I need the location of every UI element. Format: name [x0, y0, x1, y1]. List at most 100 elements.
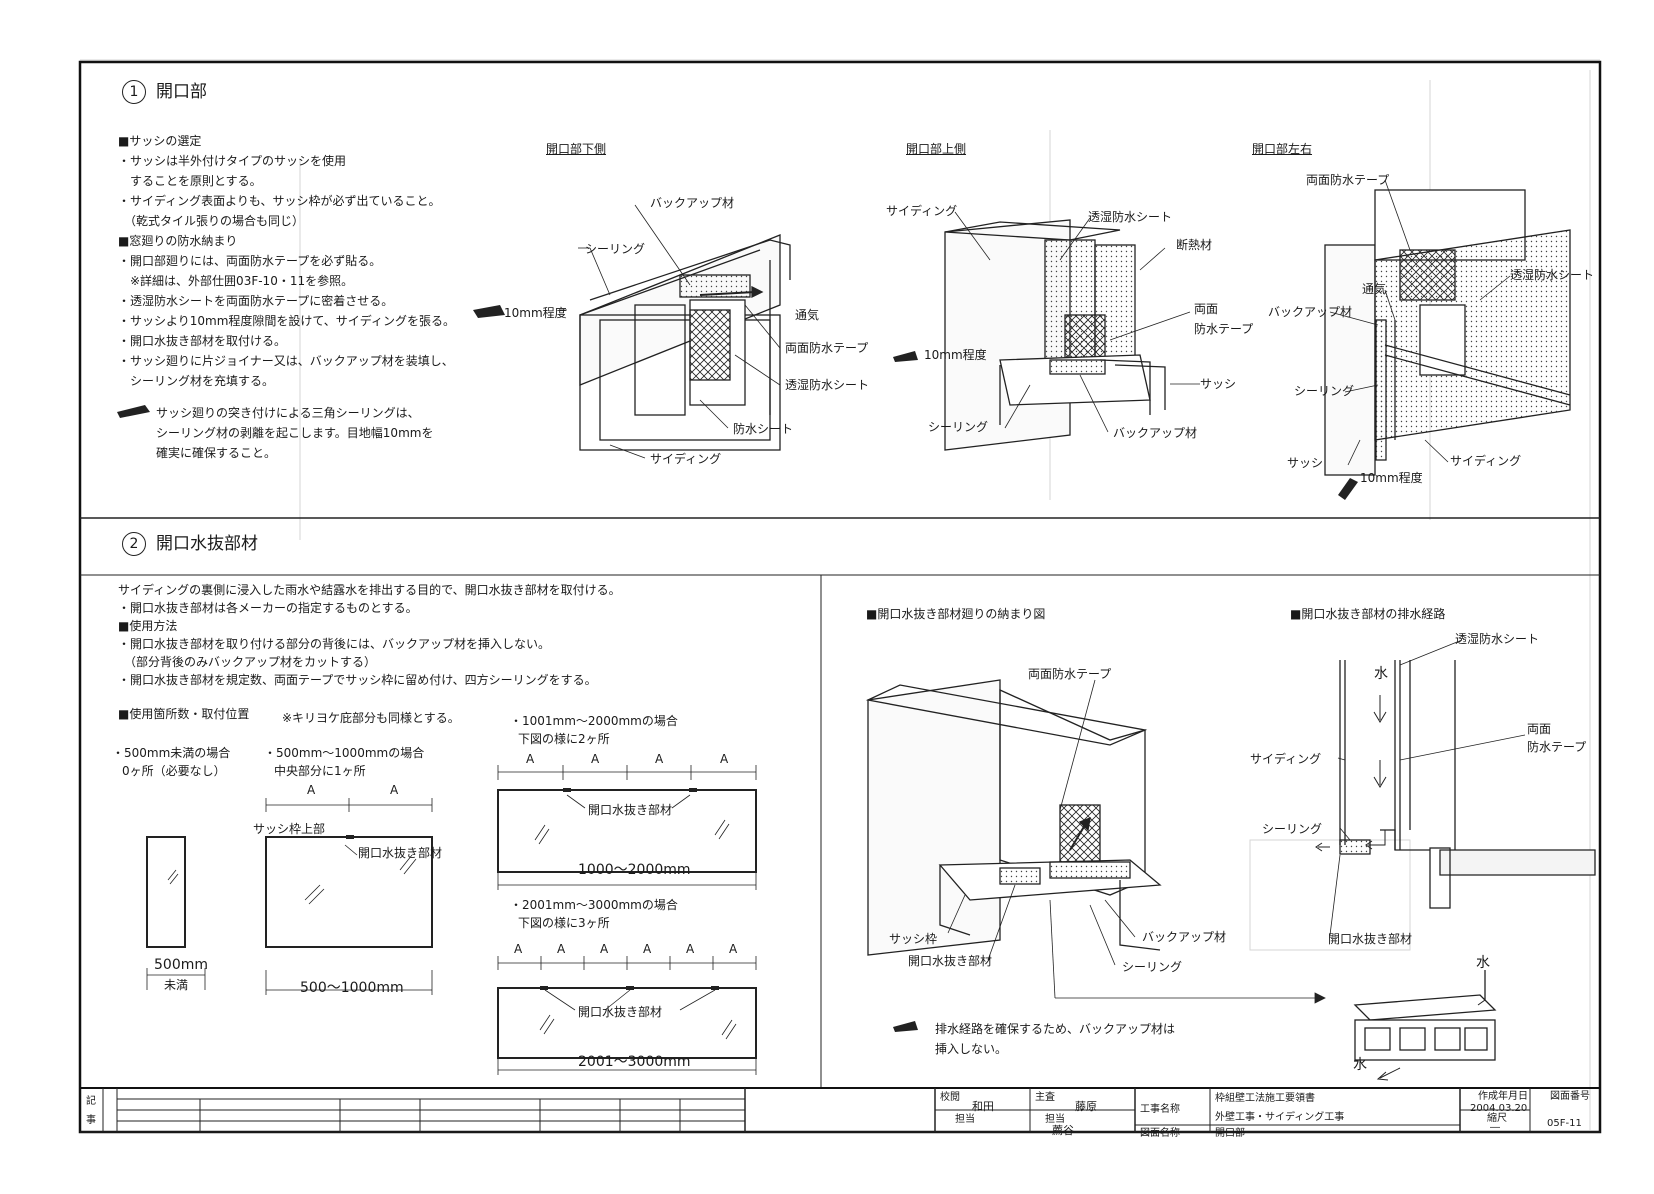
note-line: ■窓廻りの防水納まり [118, 234, 238, 248]
dim-a: A [557, 942, 566, 956]
warning-line: 確実に確保すること。 [156, 446, 277, 460]
callout-label: 透湿防水シート [785, 378, 870, 392]
callout-label: 10mm程度 [504, 306, 567, 320]
case4-part-label: 開口水抜き部材 [578, 1005, 663, 1019]
dim-a: A [643, 942, 652, 956]
note-line: ・開口水抜き部材を取付ける。 [118, 334, 287, 348]
callout-label: 通気 [795, 308, 820, 322]
note-line: ・サッシは半外付けタイプのサッシを使用 [118, 154, 347, 168]
dim-a: A [591, 752, 600, 766]
case4-title: ・2001mm～3000mmの場合 [510, 898, 678, 912]
water-label: 水 [1374, 666, 1388, 682]
callout-label: シーリング [928, 420, 989, 434]
callout-label: サッシ枠 [889, 932, 938, 946]
note-line: ・サッシ廻りに片ジョイナー又は、バックアップ材を装填し、 [118, 354, 454, 368]
dim-a: A [600, 942, 609, 956]
count-title: ■使用箇所数・取付位置 [118, 707, 250, 721]
callout-label: 両面 [1527, 722, 1552, 736]
case3-part-label: 開口水抜き部材 [588, 803, 673, 817]
note-line: ■使用方法 [118, 619, 178, 633]
case2-sub: 中央部分に1ヶ所 [274, 764, 366, 778]
callout-label: バックアップ材 [650, 196, 735, 210]
staff-name: 薦谷 [1052, 1124, 1074, 1137]
section2-title: 開口水抜部材 [156, 534, 258, 554]
note-line: ・サッシより10mm程度隙間を設けて、サイディングを張る。 [118, 314, 455, 328]
water-label: 水 [1353, 1057, 1367, 1073]
drawing-number: 05F-11 [1547, 1118, 1582, 1129]
callout-label: サイディング [1250, 752, 1322, 766]
case1-dim: 500mm [154, 957, 208, 973]
case3-title: ・1001mm～2000mmの場合 [510, 714, 678, 728]
side-drawing-title: 開口部左右 [1252, 142, 1313, 156]
dim-a: A [307, 783, 316, 797]
callout-label: 両面 [1194, 302, 1219, 316]
case2-top-label: サッシ枠上部 [253, 822, 326, 836]
chief-label: 主査 [1035, 1092, 1055, 1103]
detail-warning: 排水経路を確保するため、バックアップ材は [935, 1022, 1176, 1036]
callout-label: シーリング [1262, 822, 1323, 836]
callout-label: 透湿防水シート [1510, 268, 1595, 282]
note-line: ・透湿防水シートを両面防水テープに密着させる。 [118, 294, 394, 308]
warning-line: サッシ廻りの突き付けによる三角シーリングは、 [156, 406, 420, 420]
section1-number: 1 [122, 80, 146, 104]
callout-label: 開口水抜き部材 [1328, 932, 1413, 946]
callout-label: サイディング [1450, 454, 1522, 468]
note-line: サイディングの裏側に浸入した雨水や結露水を排出する目的で、開口水抜き部材を取付け… [118, 583, 621, 597]
case2-title: ・500mm～1000mmの場合 [264, 746, 425, 760]
dim-a: A [729, 942, 738, 956]
section1-heading: 1 開口部 [122, 80, 207, 104]
project-line1: 枠組壁工法施工要領書 [1215, 1093, 1315, 1104]
warning-line: シーリング材の剥離を起こします。目地幅10mmを [156, 426, 434, 440]
case3-dim: 1000～2000mm [578, 862, 691, 878]
count-note: ※キリヨケ庇部分も同様とする。 [282, 711, 460, 725]
detail-warning: 挿入しない。 [935, 1042, 1008, 1056]
dim-a: A [655, 752, 664, 766]
callout-label: 防水シート [733, 422, 794, 436]
remarks-label: 記 [86, 1096, 96, 1107]
drawing-name: 開口部 [1215, 1128, 1245, 1139]
dim-a: A [514, 942, 523, 956]
callout-label: 開口水抜き部材 [908, 954, 993, 968]
callout-label: 通気 [1362, 282, 1387, 296]
callout-label: シーリング [1294, 384, 1355, 398]
scale-value: ― [1490, 1122, 1500, 1133]
case2-dim: 500～1000mm [300, 980, 404, 996]
scale-label: 縮尺 [1487, 1113, 1507, 1124]
case1-dim-sub: 未満 [164, 978, 189, 992]
number-label: 図面番号 [1550, 1091, 1590, 1102]
section1-title: 開口部 [156, 82, 207, 102]
callout-label: サイディング [886, 204, 958, 218]
note-line: ■サッシの選定 [118, 134, 202, 148]
lower-drawing-title: 開口部下側 [546, 142, 607, 156]
note-line: ・開口水抜き部材を規定数、両面テープでサッシ枠に留め付け、四方シーリングをする。 [118, 673, 597, 687]
note-line: ・開口水抜き部材は各メーカーの指定するものとする。 [118, 601, 418, 615]
drawing-label: 図面名称 [1140, 1128, 1180, 1139]
callout-label: 防水テープ [1527, 740, 1587, 754]
staff-label: 担当 [955, 1114, 975, 1125]
dim-a: A [686, 942, 695, 956]
drain-title: ■開口水抜き部材の排水経路 [1290, 607, 1446, 621]
upper-drawing-title: 開口部上側 [906, 142, 967, 156]
callout-label: サッシ [1287, 456, 1324, 470]
callout-label: 透湿防水シート [1455, 632, 1540, 646]
note-line: シーリング材を充填する。 [118, 374, 275, 388]
callout-label: 断熱材 [1176, 238, 1213, 252]
chief-name: 藤原 [1075, 1100, 1097, 1113]
case2-part-label: 開口水抜き部材 [358, 846, 443, 860]
project-label: 工事名称 [1140, 1104, 1180, 1115]
checked-name: 和田 [972, 1100, 994, 1113]
staff-label-2: 担当 [1045, 1114, 1065, 1125]
callout-label: 両面防水テープ [1306, 173, 1390, 187]
callout-label: バックアップ材 [1268, 305, 1353, 319]
dim-a: A [390, 783, 399, 797]
callout-label: 10mm程度 [924, 348, 987, 362]
water-label: 水 [1476, 955, 1490, 971]
note-line: ・サイディング表面よりも、サッシ枠が必ず出ていること。 [118, 194, 441, 208]
callout-label: 両面防水テープ [1028, 667, 1112, 681]
note-line: ・開口水抜き部材を取り付ける部分の背後には、バックアップ材を挿入しない。 [118, 637, 551, 651]
remarks-label: 事 [86, 1115, 96, 1126]
checked-label: 校閲 [940, 1092, 960, 1103]
